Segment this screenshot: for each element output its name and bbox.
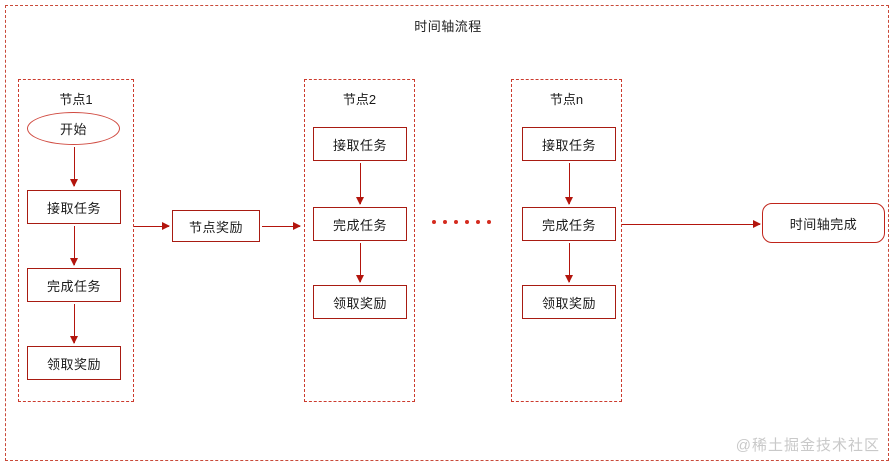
diagram-title: 时间轴流程 (414, 19, 482, 34)
arrow-step2-to-step3-gn (565, 243, 573, 283)
ellipsis-dot (432, 220, 436, 224)
arrow-step1-to-step2-g2 (356, 163, 364, 205)
node-group-n-title: 节点n (549, 92, 584, 107)
node-group-n-step-2[interactable]: 完成任务 (522, 207, 616, 241)
node-group-1-step-1[interactable]: 接取任务 (27, 190, 121, 224)
arrow-group1-to-node-reward (134, 222, 170, 230)
node-group-n-step-3[interactable]: 领取奖励 (522, 285, 616, 319)
ellipsis-dot (487, 220, 491, 224)
node-group-1-step-3[interactable]: 领取奖励 (27, 346, 121, 380)
node-group-1: 节点1 (18, 79, 134, 402)
timeline-finish-box[interactable]: 时间轴完成 (762, 203, 885, 243)
node-group-1-title: 节点1 (59, 92, 93, 107)
node-group-2: 节点2 (304, 79, 415, 402)
node-reward-box[interactable]: 节点奖励 (172, 210, 260, 242)
arrow-step2-to-step3-g1 (70, 304, 78, 344)
node-group-n-step-1[interactable]: 接取任务 (522, 127, 616, 161)
ellipsis-dot (454, 220, 458, 224)
arrow-step2-to-step3-g2 (356, 243, 364, 283)
node-group-2-title: 节点2 (342, 92, 377, 107)
ellipsis-dots (432, 220, 491, 224)
watermark: @稀土掘金技术社区 (735, 437, 880, 454)
arrow-start-to-step1-g1 (70, 147, 78, 187)
node-group-n: 节点n (511, 79, 622, 402)
arrow-groupn-to-finish (622, 220, 761, 228)
arrow-node-reward-to-group2 (262, 222, 301, 230)
node-group-2-step-3[interactable]: 领取奖励 (313, 285, 407, 319)
ellipsis-dot (443, 220, 447, 224)
arrow-step1-to-step2-g1 (70, 226, 78, 266)
node-group-1-step-2[interactable]: 完成任务 (27, 268, 121, 302)
ellipsis-dot (476, 220, 480, 224)
arrow-step1-to-step2-gn (565, 163, 573, 205)
start-node-ellipse[interactable]: 开始 (27, 112, 120, 145)
node-group-2-step-1[interactable]: 接取任务 (313, 127, 407, 161)
ellipsis-dot (465, 220, 469, 224)
diagram-outer-frame (5, 5, 889, 461)
node-group-2-step-2[interactable]: 完成任务 (313, 207, 407, 241)
